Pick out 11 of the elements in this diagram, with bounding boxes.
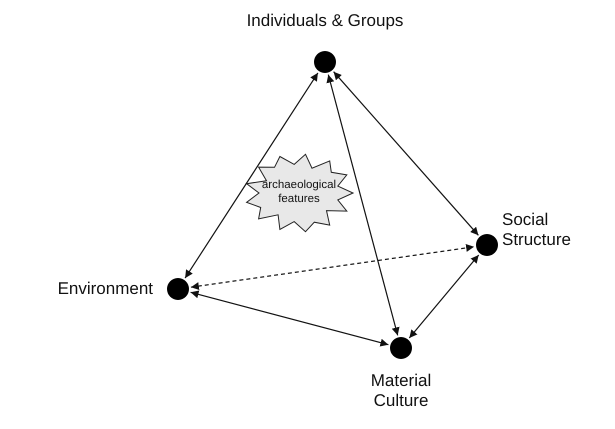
arrow — [190, 244, 474, 290]
node-label: archaeological features — [260, 178, 338, 206]
node-label: Social Structure — [502, 210, 572, 250]
node-label: Material Culture — [370, 371, 432, 411]
arrow — [333, 71, 479, 236]
arrow — [184, 72, 318, 278]
arrow — [408, 254, 480, 338]
arrow — [326, 74, 400, 336]
node-label: Individuals & Groups — [246, 11, 404, 31]
node-label: Environment — [56, 279, 153, 299]
arrow — [190, 290, 389, 347]
